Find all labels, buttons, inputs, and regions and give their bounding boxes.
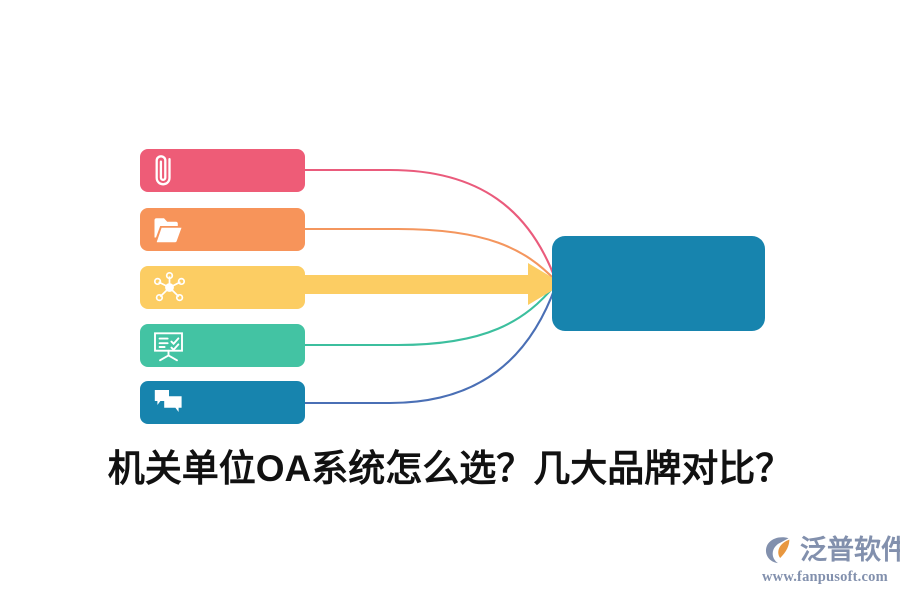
connector-lines: [298, 168, 558, 405]
connector-line-2: [298, 227, 558, 283]
flow-item-1[interactable]: [140, 149, 305, 192]
brand-logo[interactable]: 泛普软件 www.fanpusoft.com: [762, 532, 900, 594]
folder-open-icon: [154, 218, 182, 243]
connector-line-4: [298, 282, 558, 347]
connector-line-1: [298, 168, 558, 283]
hub-box[interactable]: [552, 236, 765, 331]
brand-name: 泛普软件: [800, 535, 900, 565]
chat-bubbles-icon: [154, 390, 182, 412]
brand-url: www.fanpusoft.com: [762, 569, 888, 585]
fanpu-logo-mark-icon: [765, 537, 790, 564]
page-title: 机关单位OA系统怎么选？几大品牌对比？: [107, 448, 793, 489]
flow-item-3[interactable]: [140, 266, 305, 309]
connector-arrow-3: [290, 263, 563, 305]
presentation-board-icon: [154, 332, 183, 362]
network-hub-icon: [153, 271, 186, 302]
flow-item-2[interactable]: [140, 208, 305, 251]
brand-logo-row: 泛普软件: [762, 532, 900, 568]
flow-item-4[interactable]: [140, 324, 305, 367]
connector-line-5: [298, 283, 558, 405]
paperclip-icon: [155, 155, 171, 186]
flow-item-5[interactable]: [140, 381, 305, 424]
